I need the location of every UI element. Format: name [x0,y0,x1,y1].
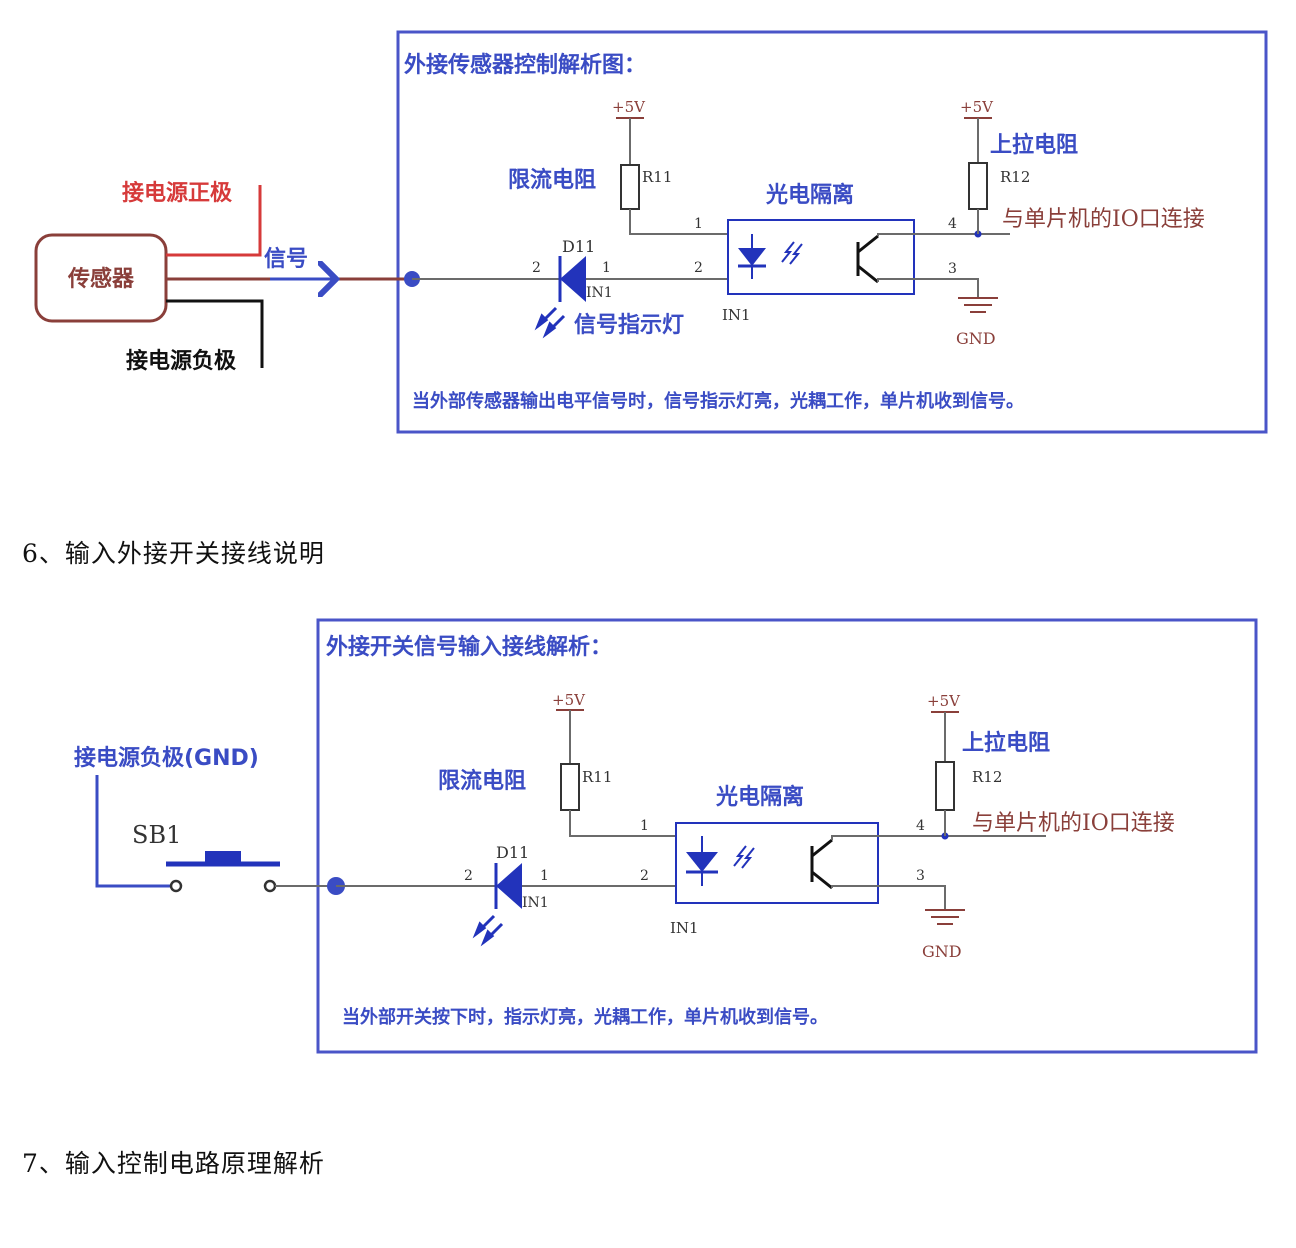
resistor-r12-ref: R12 [972,768,1002,786]
diagram2-frame [316,618,1258,1054]
section-heading-7: 7、输入控制电路原理解析 [22,1149,325,1178]
resistor-r12 [935,761,955,811]
pin-label: 2 [532,260,541,276]
pin-label: 2 [640,868,649,884]
opto-ref: IN1 [670,919,699,937]
diode-sub: IN1 [586,285,613,301]
vcc-label: +5V [552,691,586,709]
gnd-label: GND [956,329,996,348]
positive-label: 接电源正极 [122,181,233,206]
diagram-switch: 外接开关信号输入接线解析： 接电源负极(GND) SB1 D11 IN1 2 1… [74,618,1258,1054]
mcu-label: 与单片机的IO口连接 [1002,207,1205,232]
diode-ref: D11 [496,843,529,862]
sensor-label: 传感器 [67,266,135,292]
negative-wire [166,299,264,368]
positive-wire [166,185,262,257]
diagram1-note: 当外部传感器输出电平信号时，信号指示灯亮，光耦工作，单片机收到信号。 [412,390,1024,412]
vcc-label: +5V [612,98,646,116]
diagram2-note: 当外部开关按下时，指示灯亮，光耦工作，单片机收到信号。 [342,1006,828,1028]
wire [914,278,979,298]
wire [831,885,878,888]
switch-ref: SB1 [132,821,181,849]
wire [878,885,946,910]
led-label: 信号指示灯 [574,312,684,338]
pin-label: 4 [948,216,957,232]
resistor-r11-ref: R11 [642,168,672,186]
wire [629,209,728,235]
wire [569,810,676,837]
signal-label: 信号 [264,246,308,272]
ground-symbol [925,909,965,925]
pin-label: 1 [640,818,649,834]
pin-label: 3 [916,868,925,884]
vcc-label: +5V [927,692,961,710]
pin-label: 3 [948,261,957,277]
resistor-r12-ref: R12 [1000,168,1030,186]
opto-light-icon [733,845,755,869]
resistor-r12-label: 上拉电阻 [990,132,1078,158]
opto-led [738,248,766,266]
opto-label: 光电隔离 [715,784,804,810]
pin-label: 1 [540,868,549,884]
section-heading-6: 6、输入外接开关接线说明 [22,539,325,568]
opto-label: 光电隔离 [765,182,854,208]
resistor-r11-label: 限流电阻 [438,768,526,794]
resistor-r11 [560,763,580,811]
diode-d11 [560,256,586,302]
wire [831,835,878,840]
resistor-r11 [620,164,640,210]
gnd-label: GND [922,942,962,961]
diagram-sensor: 外接传感器控制解析图： 传感器 接电源正极 接电源负极 信号 D11 IN1 2… [34,30,1268,434]
pin-label: 1 [602,260,611,276]
phototransistor [856,234,879,284]
opto-led [686,852,718,872]
mcu-label: 与单片机的IO口连接 [972,811,1175,836]
diagram1-frame [396,30,1268,434]
optocoupler [675,822,879,904]
wire [877,278,914,282]
phototransistor [810,838,833,890]
pin-label: 4 [916,818,925,834]
switch-gnd-label: 接电源负极(GND) [74,746,259,771]
pin-label: 2 [694,260,703,276]
wire [877,233,914,236]
resistor-r12-label: 上拉电阻 [962,730,1050,756]
diode-sub: IN1 [522,895,549,911]
diagram2-title: 外接开关信号输入接线解析： [326,634,612,660]
resistor-r11-ref: R11 [582,768,612,786]
diode-d11 [496,863,522,909]
led-light-icon [534,306,566,339]
vcc-label: +5V [960,98,994,116]
diagram1-title: 外接传感器控制解析图： [404,52,646,78]
led-light-icon [472,914,504,947]
opto-light-icon [781,241,803,265]
resistor-r11-label: 限流电阻 [508,167,596,193]
negative-label: 接电源负极 [126,349,237,374]
gnd-wire [95,775,172,888]
opto-ref: IN1 [722,306,751,324]
resistor-r12 [968,162,988,210]
ground-symbol [958,297,998,313]
diode-ref: D11 [562,237,595,256]
pin-label: 2 [464,868,473,884]
push-switch-sb1 [166,851,280,893]
optocoupler [727,219,915,295]
pin-label: 1 [694,216,703,232]
